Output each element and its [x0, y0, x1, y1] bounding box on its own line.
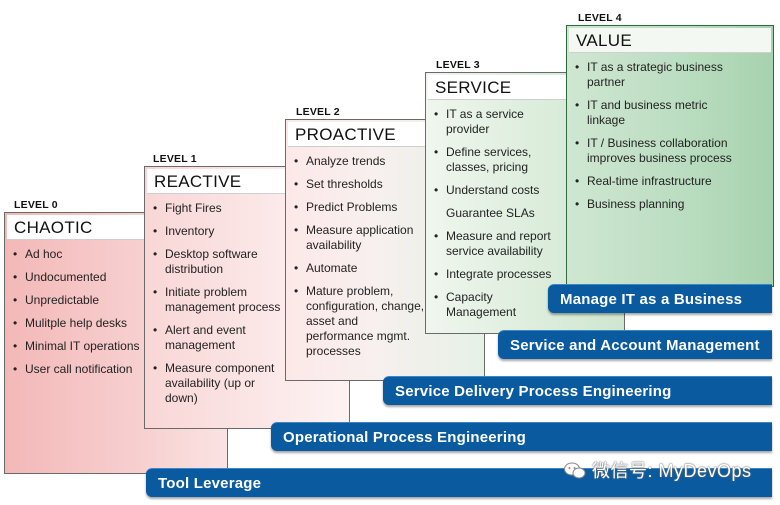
level-1-list: Fight Fires Inventory Desktop software d… — [151, 201, 281, 414]
bar-tool-leverage: Tool Leverage — [146, 468, 772, 497]
list-item: Set thresholds — [292, 177, 427, 192]
list-item: Business planning — [573, 197, 733, 212]
level-0-label: LEVEL 0 — [14, 199, 58, 211]
list-item: IT / Business collaboration improves bus… — [573, 136, 733, 166]
bar-operational-process-engineering: Operational Process Engineering — [271, 422, 772, 451]
list-item: Ad hoc — [11, 247, 140, 262]
level-4-card: VALUE IT as a strategic business partner… — [566, 25, 774, 287]
list-item: IT as a strategic business partner — [573, 60, 733, 90]
list-item: IT as a service provider — [432, 107, 552, 137]
list-item: User call notification — [11, 362, 140, 377]
list-item: Define services, classes, pricing — [432, 145, 552, 175]
list-item: Measure and report service availability — [432, 229, 552, 259]
list-item: Capacity Management — [432, 290, 552, 320]
list-item: Measure application availability — [292, 223, 427, 253]
list-item: Analyze trends — [292, 154, 427, 169]
list-item: Mulitple help desks — [11, 316, 140, 331]
list-item: Alert and event management — [151, 323, 281, 353]
level-4-list: IT as a strategic business partner IT an… — [573, 60, 733, 220]
level-0-list: Ad hoc Undocumented Unpredictable Mulitp… — [11, 247, 140, 385]
list-item: Desktop software distribution — [151, 247, 281, 277]
bar-service-delivery-process-engineering: Service Delivery Process Engineering — [383, 376, 772, 405]
bar-manage-it-as-business: Manage IT as a Business — [548, 284, 772, 313]
level-2-list: Analyze trends Set thresholds Predict Pr… — [292, 154, 427, 367]
watermark-text: 微信号: MyDevOps — [592, 461, 752, 481]
level-4-title: VALUE — [569, 28, 771, 53]
watermark: 微信号: MyDevOps — [564, 457, 752, 483]
level-3-label: LEVEL 3 — [436, 59, 480, 71]
bar-service-account-management: Service and Account Management — [498, 330, 772, 359]
list-item: Unpredictable — [11, 293, 140, 308]
level-3-list: IT as a service provider Define services… — [432, 107, 552, 328]
list-item: Initiate problem management process — [151, 285, 281, 315]
list-item: Understand costs — [432, 183, 552, 198]
level-2-label: LEVEL 2 — [296, 106, 340, 118]
list-item: Integrate processes — [432, 267, 552, 282]
list-item: Inventory — [151, 224, 281, 239]
wechat-icon — [564, 462, 586, 479]
list-item: Mature problem, configuration, change, a… — [292, 284, 427, 359]
list-item: Real-time infrastructure — [573, 174, 733, 189]
list-item: Minimal IT operations — [11, 339, 140, 354]
level-1-label: LEVEL 1 — [153, 153, 197, 165]
list-item: Guarantee SLAs — [446, 206, 535, 220]
list-item: Automate — [292, 261, 427, 276]
list-item: Predict Problems — [292, 200, 427, 215]
list-item: IT and business metric linkage — [573, 98, 733, 128]
list-item: Undocumented — [11, 270, 140, 285]
level-4-label: LEVEL 4 — [578, 12, 622, 24]
list-item: Fight Fires — [151, 201, 281, 216]
list-item: Measure component availability (up or do… — [151, 361, 281, 406]
